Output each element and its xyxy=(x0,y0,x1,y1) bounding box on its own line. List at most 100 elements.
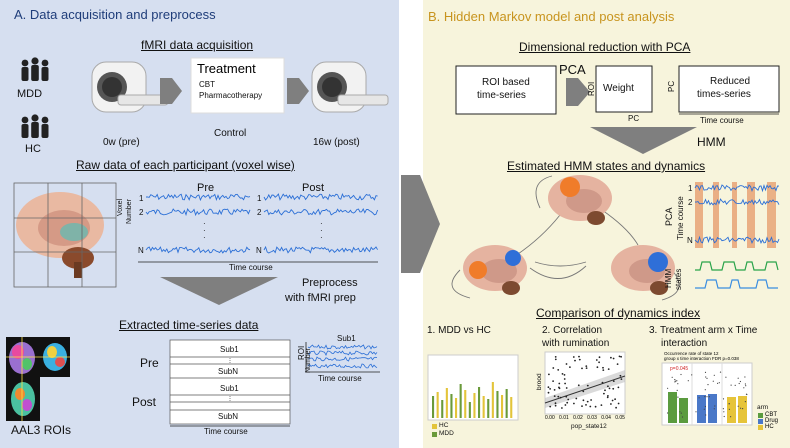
arm-point xyxy=(677,396,679,398)
preprocess-down-arrow xyxy=(160,277,278,305)
scatter-ylabel: brood xyxy=(536,373,543,390)
scatter-point xyxy=(565,395,568,398)
scatter-point xyxy=(620,355,622,358)
scatter-point xyxy=(606,396,609,399)
plot1-bar xyxy=(482,396,485,418)
arm-legend-title: arm xyxy=(757,404,769,411)
control-label: Control xyxy=(214,128,247,139)
plot1-bar xyxy=(445,388,448,418)
pca-row-n: N xyxy=(687,236,693,245)
scatter-point xyxy=(561,407,563,409)
arm-point xyxy=(704,389,706,391)
plot1-bar xyxy=(501,395,504,418)
pca-row-2: 2 xyxy=(688,198,693,207)
raw-pre-label: Pre xyxy=(197,182,215,194)
hmm-states-line2: states xyxy=(674,268,683,290)
table-pre-sub1: Sub1 xyxy=(220,345,239,354)
panel-b-title: B. Hidden Markov model and post analysis xyxy=(428,9,675,24)
arm-point xyxy=(667,387,669,389)
arm-point xyxy=(680,412,682,414)
arm-point xyxy=(706,377,708,379)
arm-legend-drug: Drug xyxy=(765,418,779,424)
pca-arrow xyxy=(566,78,590,106)
pca-heading: Dimensional reduction with PCA xyxy=(519,40,691,54)
reduced-box-line1: Reduced xyxy=(710,76,751,87)
arm-point xyxy=(713,374,715,376)
pcaSignals-line-2 xyxy=(694,235,780,245)
arm-point xyxy=(734,384,736,386)
scatter-point xyxy=(558,387,561,390)
scatter-point xyxy=(608,387,611,390)
plot1-bar xyxy=(450,394,453,418)
scatter-xlabel: pop_state12 xyxy=(571,423,607,430)
scatter-point xyxy=(573,402,575,405)
plot1-bar xyxy=(505,389,508,418)
arm-point xyxy=(730,384,732,386)
scatter-point xyxy=(552,367,555,369)
scatter-point xyxy=(561,373,564,375)
arm-point xyxy=(737,377,739,379)
scatter-point xyxy=(558,382,561,385)
raw-data-heading: Raw data of each participant (voxel wise… xyxy=(76,158,295,172)
roiSignals-line-1 xyxy=(307,350,378,356)
extracted-time-course-label: Time course xyxy=(204,427,248,436)
scatter-point xyxy=(559,396,562,399)
plot1-bar xyxy=(478,387,481,418)
arm-point xyxy=(679,411,681,413)
table-post-sub1: Sub1 xyxy=(220,384,239,393)
pca-label: PCA xyxy=(559,62,586,77)
arm-point xyxy=(744,401,747,403)
scatter-point xyxy=(549,388,551,390)
scatter-point xyxy=(607,385,609,388)
arrow-to-treatment xyxy=(160,78,182,104)
scatter-point xyxy=(585,367,588,369)
scatter-point xyxy=(574,359,576,362)
scatter-point xyxy=(564,404,567,406)
reduced-box-line2: times-series xyxy=(697,89,751,100)
scatter-point xyxy=(547,386,550,389)
scatter-point xyxy=(565,387,568,389)
pca-time-course-label: Time course xyxy=(700,116,744,125)
arm-point xyxy=(744,376,746,378)
rawSignals-line-0 xyxy=(145,193,251,202)
hmm-state-green-trace xyxy=(695,261,779,271)
arm-point xyxy=(708,396,710,398)
rumination-scatter-plot xyxy=(544,351,626,415)
hmm-state-network xyxy=(451,175,680,301)
arm-point xyxy=(743,387,745,389)
scatter-point xyxy=(594,405,597,408)
roi-time-course-label: Time course xyxy=(318,374,362,383)
scatter-point xyxy=(611,399,614,402)
pca-row-1: 1 xyxy=(688,184,693,193)
arm-point xyxy=(728,408,731,410)
plot1-bar xyxy=(436,392,439,418)
scatter-point xyxy=(581,367,583,370)
arm-point xyxy=(667,412,669,414)
scatter-point xyxy=(582,390,585,393)
roi-timeseries-box xyxy=(455,65,557,115)
hmm-state-blue-trace xyxy=(695,279,778,289)
extracted-pre-label: Pre xyxy=(140,356,159,370)
scatter-point xyxy=(589,405,592,408)
scatter-point xyxy=(578,358,581,361)
scatter-point xyxy=(616,363,619,365)
scatter-point xyxy=(590,399,592,401)
scatter-point xyxy=(581,405,583,407)
hmm-down-arrow xyxy=(590,127,697,154)
scatter-point xyxy=(601,381,604,384)
arm-point xyxy=(717,382,719,384)
treatment-cbt: CBT xyxy=(199,80,215,89)
raw-row-n-pre: N xyxy=(138,246,144,255)
arm-point xyxy=(742,408,744,410)
aal3-label: AAL3 ROIs xyxy=(11,423,72,437)
treatment-arm-plot xyxy=(661,362,763,430)
scatter-point xyxy=(615,406,617,409)
arm-point xyxy=(674,379,676,381)
scatter-point xyxy=(548,373,550,376)
rawSignals-line-5 xyxy=(263,245,378,254)
scatter-point xyxy=(554,358,557,361)
comparison-2-line2: with rumination xyxy=(542,338,610,349)
scatter-point xyxy=(603,392,605,395)
arm-point xyxy=(718,382,720,384)
arm-point xyxy=(676,380,678,382)
